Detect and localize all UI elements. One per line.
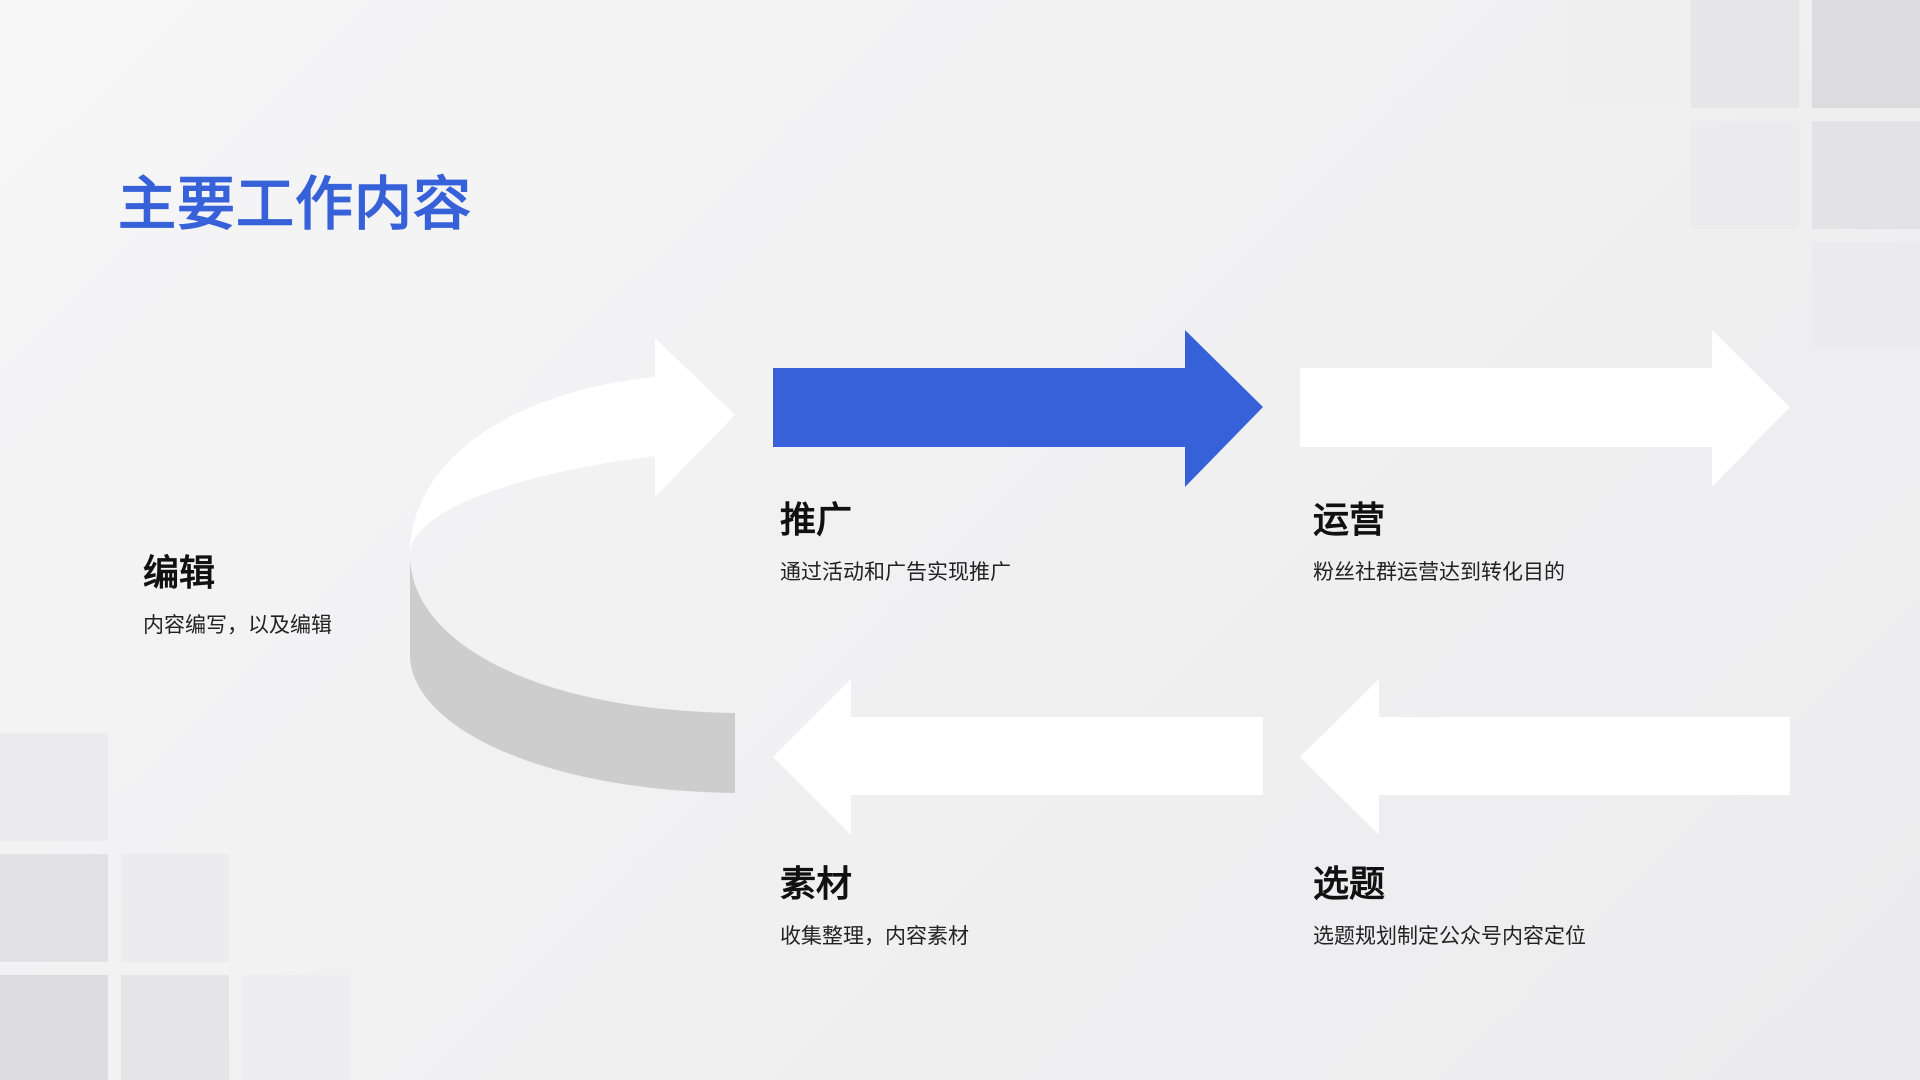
step-promote: 推广 通过活动和广告实现推广 xyxy=(780,497,1280,587)
step-material-title: 素材 xyxy=(780,864,853,905)
arrow-topic xyxy=(1300,679,1790,835)
arrow-operate xyxy=(1300,330,1790,487)
step-operate-title: 运营 xyxy=(1313,500,1386,541)
step-edit: 编辑 内容编写，以及编辑 xyxy=(143,550,643,640)
step-topic: 选题 选题规划制定公众号内容定位 xyxy=(1313,861,1813,951)
step-topic-title: 选题 xyxy=(1313,864,1386,905)
step-topic-desc: 选题规划制定公众号内容定位 xyxy=(1313,924,1586,948)
step-operate-desc: 粉丝社群运营达到转化目的 xyxy=(1313,560,1565,584)
arrow-material xyxy=(773,679,1263,835)
step-promote-title: 推广 xyxy=(780,500,853,541)
step-promote-desc: 通过活动和广告实现推广 xyxy=(780,560,1011,584)
step-edit-title: 编辑 xyxy=(143,553,216,594)
step-operate: 运营 粉丝社群运营达到转化目的 xyxy=(1313,497,1813,587)
step-material-desc: 收集整理，内容素材 xyxy=(780,924,969,948)
page-title: 主要工作内容 xyxy=(118,170,473,238)
arrow-promote xyxy=(773,330,1263,487)
curved-arrow-shadow xyxy=(410,555,735,793)
step-material: 素材 收集整理，内容素材 xyxy=(780,861,1280,951)
curved-arrow xyxy=(410,338,735,555)
step-edit-desc: 内容编写，以及编辑 xyxy=(143,613,332,637)
